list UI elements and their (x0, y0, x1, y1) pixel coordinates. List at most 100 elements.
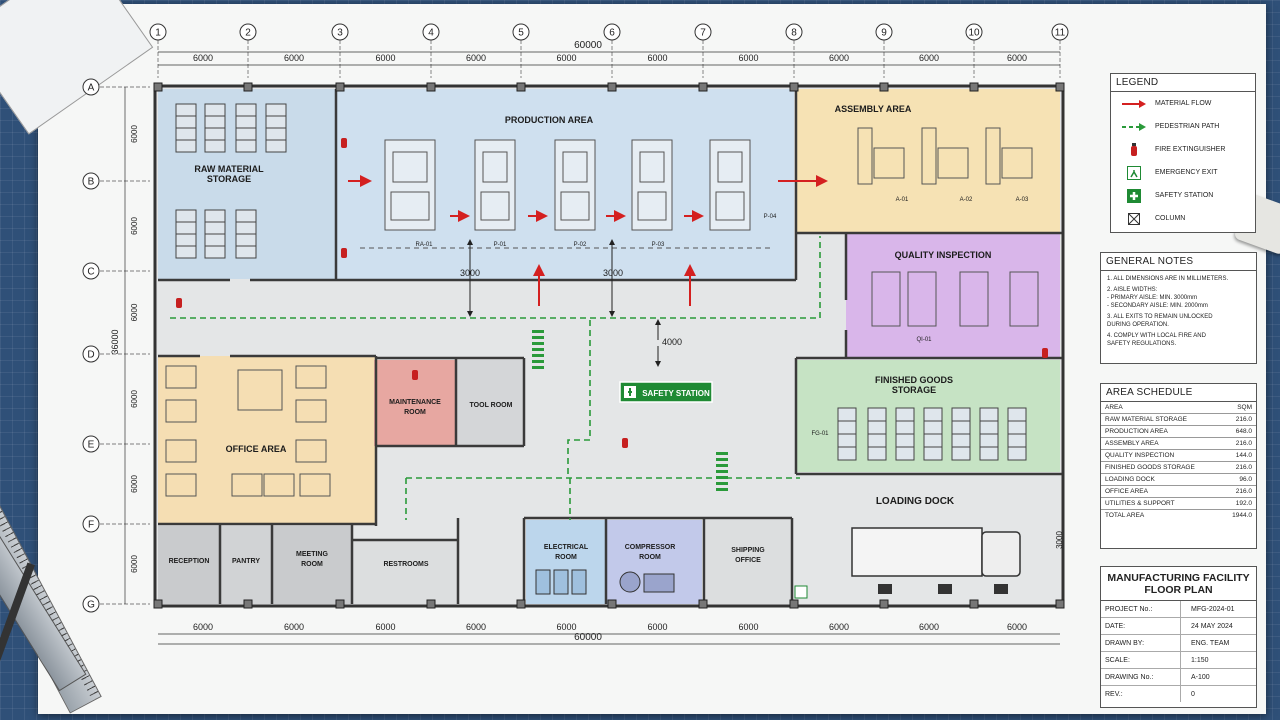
structural-columns (153, 82, 1065, 609)
grid-bubble (1051, 23, 1069, 41)
column (335, 82, 345, 92)
notes-title: GENERAL NOTES (1101, 253, 1256, 271)
note-item: 2. AISLE WIDTHS: - PRIMARY AISLE: MIN. 3… (1107, 287, 1208, 309)
machine-part (480, 191, 510, 221)
zone-pantry (220, 526, 272, 604)
bay-dimension: 6000 (375, 622, 395, 632)
schedule-title: AREA SCHEDULE (1101, 384, 1256, 402)
safety-station-sign (619, 381, 713, 403)
overall-width-dimension: 60000 (574, 632, 602, 643)
machine-part (562, 151, 588, 183)
green-dashed-arrow-icon (1119, 122, 1149, 131)
column (243, 82, 253, 92)
legend-item-material-flow: MATERIAL FLOW (1111, 92, 1255, 115)
office-desk (295, 399, 327, 423)
equipment-tag: P-03 (652, 242, 665, 248)
storage-racks (175, 103, 1027, 461)
legend-label: FIRE EXTINGUISHER (1155, 146, 1226, 153)
column (153, 599, 163, 609)
general-notes-panel: GENERAL NOTES 1. ALL DIMENSIONS ARE IN M… (1100, 252, 1257, 364)
grid-label: 8 (791, 28, 797, 39)
title-row-project: PROJECT No.:MFG-2024-01 (1101, 601, 1256, 618)
assembly-bench (873, 147, 905, 179)
column (426, 599, 436, 609)
title-row-date: DATE:24 MAY 2024 (1101, 618, 1256, 635)
column (243, 599, 253, 609)
column-header-area: AREA (1101, 402, 1222, 414)
fire-extinguisher-icon (341, 248, 347, 258)
bay-dimension: 6000 (647, 622, 667, 632)
assembly-bench (985, 127, 1001, 185)
room-label-tool-room: TOOL ROOM (470, 402, 513, 409)
column (969, 599, 979, 609)
room-label-pantry: PANTRY (232, 558, 260, 565)
crosswalk-stripe (716, 488, 728, 491)
interior-walls (158, 89, 1062, 604)
grid-label: 3 (337, 28, 343, 39)
column (789, 82, 799, 92)
production-machine (554, 139, 596, 231)
grid-bubble (965, 23, 983, 41)
zone-assembly (796, 89, 1060, 232)
machine-part (637, 191, 667, 221)
delivery-truck (851, 527, 1021, 594)
zone-meeting (272, 526, 352, 604)
red-arrow-icon (1119, 99, 1149, 108)
crosswalk-stripe (532, 342, 544, 345)
room-label-restrooms: RESTROOMS (383, 561, 428, 568)
crosswalk-stripe (532, 360, 544, 363)
column (879, 599, 889, 609)
column (426, 82, 436, 92)
zone-tool-room (456, 360, 524, 446)
office-desk (295, 439, 327, 463)
equipment-tag: QI-01 (916, 337, 932, 343)
grid-label: 10 (968, 28, 980, 39)
grid-bubble (331, 23, 349, 41)
bay-dimension: 6000 (130, 303, 139, 321)
fire-extinguisher-icon (176, 298, 182, 308)
bay-dimension: 6000 (130, 555, 139, 573)
legend-item-emergency-exit: EMERGENCY EXIT (1111, 161, 1255, 184)
bay-dimension: 6000 (738, 53, 758, 63)
legend-item-fire-extinguisher: FIRE EXTINGUISHER (1111, 138, 1255, 161)
office-desk (165, 365, 197, 389)
column (789, 599, 799, 609)
crosswalk-stripe (532, 354, 544, 357)
column (607, 599, 617, 609)
grid-bubble (875, 23, 893, 41)
bay-dimension: 6000 (556, 53, 576, 63)
crosswalk-stripe (716, 476, 728, 479)
grid-label: E (88, 440, 95, 451)
column (516, 599, 526, 609)
bay-dimension: 6000 (647, 53, 667, 63)
grid-bubble (149, 23, 167, 41)
crosswalk-stripe (716, 482, 728, 485)
column (516, 82, 526, 92)
column-header-sqm: SQM (1221, 402, 1256, 414)
office-desk (295, 365, 327, 389)
equipment-tag: A-01 (896, 197, 909, 203)
drawing-title: MANUFACTURING FACILITY FLOOR PLAN (1101, 567, 1256, 601)
pedestrian-paths (170, 236, 821, 520)
office-desk (165, 473, 197, 497)
column (335, 599, 345, 609)
bay-dimension: 6000 (130, 125, 139, 143)
grid-label: D (87, 350, 94, 361)
column (1055, 599, 1065, 609)
note-item: 3. ALL EXITS TO REMAIN UNLOCKED DURING O… (1107, 314, 1213, 328)
machine-part (560, 191, 590, 221)
material-flow-arrows (348, 175, 828, 306)
grid-label: C (87, 267, 94, 278)
exit-sign-icon (1119, 165, 1149, 180)
column (969, 82, 979, 92)
production-machines (360, 127, 1039, 327)
column (698, 599, 708, 609)
